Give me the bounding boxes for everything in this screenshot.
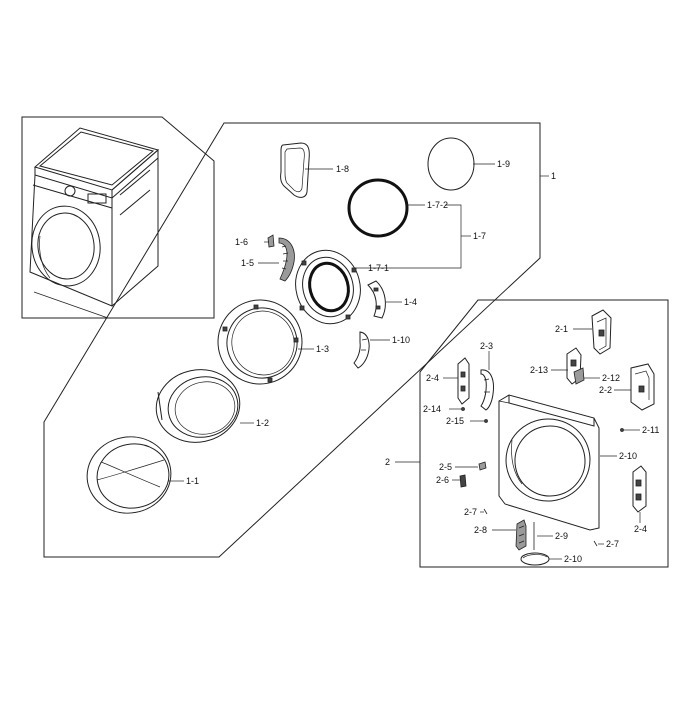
callout-2-11: 2-11 [642,425,660,435]
reference-washer-illustration [21,116,215,319]
callout-2-5: 2-5 [439,462,453,472]
part-2-4-left [457,357,470,405]
part-2-6 [459,474,467,488]
assembly-2-boundary [419,299,669,568]
callout-2-14: 2-14 [423,404,442,414]
callout-1-5: 1-5 [241,258,255,268]
callout-1-3: 1-3 [316,344,330,354]
callout-2-7-left: 2-7 [464,507,478,517]
callout-1-8: 1-8 [336,164,350,174]
part-2-4-right [632,465,647,513]
part-2-8 [515,519,527,551]
part-2-14 [461,407,465,411]
part-1-1 [86,436,172,514]
part-1-7-2 [347,178,409,238]
part-2-3 [480,369,494,411]
callout-2-8: 2-8 [474,525,488,535]
leader-lines [168,163,641,560]
callout-2: 2 [385,457,391,467]
part-2-7-left [483,508,488,515]
part-2-2 [630,363,655,411]
callout-1-9: 1-9 [497,159,511,169]
part-2-10-front-panel [498,394,600,531]
callout-1-7-1: 1-7-1 [368,263,390,273]
callout-2-15: 2-15 [446,416,465,426]
part-2-5 [478,461,487,471]
callout-2-13: 2-13 [530,365,549,375]
callout-1-1: 1-1 [186,476,200,486]
part-1-4 [367,280,386,319]
callout-2-4-left: 2-4 [426,373,440,383]
callout-2-7-right: 2-7 [606,539,620,549]
part-2-15 [484,419,488,423]
assembly-1-boundary [43,122,541,558]
callout-2-12: 2-12 [602,373,621,383]
callout-2-4-right: 2-4 [634,524,648,534]
part-1-9 [427,137,475,191]
part-1-2 [155,369,241,443]
part-2-12 [573,367,585,385]
callout-1-2: 1-2 [256,418,270,428]
part-1-5 [278,237,295,282]
part-2-10-bottom [520,552,550,566]
part-2-11 [620,428,624,432]
callout-1: 1 [551,171,557,181]
callout-1-7: 1-7 [473,231,487,241]
callout-1-6: 1-6 [235,237,249,247]
part-2-7-right [593,540,598,547]
part-1-8 [280,142,310,198]
part-1-3 [217,299,303,385]
callout-2-10-panel: 2-10 [619,451,638,461]
callout-1-7-2: 1-7-2 [427,200,449,210]
callout-1-4: 1-4 [404,297,418,307]
part-1-6 [267,234,275,248]
callout-2-9: 2-9 [555,531,569,541]
callout-2-2: 2-2 [599,385,613,395]
callout-2-6: 2-6 [436,475,450,485]
callout-2-10-bottom: 2-10 [564,554,583,564]
part-1-7-1 [295,249,361,325]
part-2-1 [591,309,612,355]
part-1-10 [353,331,370,369]
callout-2-1: 2-1 [555,324,569,334]
callout-1-10: 1-10 [392,335,411,345]
callout-2-3: 2-3 [480,341,494,351]
